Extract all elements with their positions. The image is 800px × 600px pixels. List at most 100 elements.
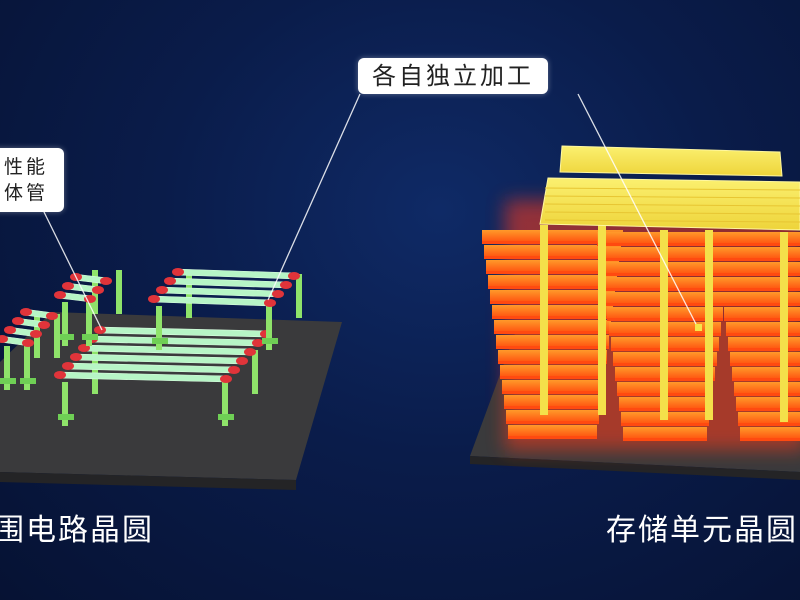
transistor-leg [252,350,258,394]
transistor-contact [164,277,176,285]
transistor-contact [62,282,74,290]
transistor-leg [24,346,30,390]
transistor-foot [218,414,234,420]
transistor-contact [220,375,232,383]
transistor-contact [46,312,58,320]
memory-layer-gap [486,271,619,274]
memory-layer-gap [494,331,611,334]
transistor-foot [0,378,16,384]
peripheral-substrate-edge [0,472,296,490]
peripheral-substrate [0,312,342,480]
transistor-contact [70,353,82,361]
memory-substrate-edge [470,456,800,480]
memory-layer [623,427,707,438]
memory-top-plate-line [544,211,800,215]
transistor-leg [86,302,92,346]
caption-peripheral-circuit-wafer: 围电路晶圆 [0,513,154,548]
memory-layer-gap [502,391,603,394]
memory-layer [508,425,597,436]
memory-pillar [598,225,606,415]
memory-layer [496,335,609,346]
memory-pillar [540,225,548,415]
transistor-block [148,268,302,350]
leader-line-top-left [267,93,361,301]
memory-layer [502,380,603,391]
memory-layer [734,382,800,393]
transistor-contact [54,371,66,379]
memory-layer-gap [718,273,800,276]
memory-layer [720,277,800,288]
transistor-contact [84,295,96,303]
memory-layer-gap [492,316,613,319]
transistor-contact [272,290,284,298]
transistor-block [54,326,272,426]
callout-left-line2: 体管 [4,182,49,204]
memory-stack-array [482,145,800,441]
memory-layer [740,427,800,438]
transistor-leg [92,350,98,394]
memory-layer [722,292,800,303]
memory-layer [726,322,800,333]
memory-layer-gap [508,436,597,439]
memory-layer [486,260,619,271]
leader-point-right [695,324,702,331]
transistor-block [0,308,60,390]
transistor-leg [186,274,192,318]
memory-layer [736,397,800,408]
transistor-gate-bar [159,286,281,298]
transistor-contact [4,326,16,334]
memory-layer-gap [730,363,800,366]
memory-layer [484,245,621,256]
memory-layer-gap [736,408,800,411]
memory-layer [482,230,623,241]
transistor-contact [148,295,160,303]
transistor-contact [264,299,276,307]
transistor-contact [0,335,8,343]
transistor-leg [54,314,60,358]
memory-layer-gap [732,378,800,381]
transistor-leg [296,274,302,318]
memory-top-plate-line [544,195,800,199]
callout-left-line1: 性能 [4,156,49,178]
transistor-block [54,270,122,346]
memory-pillar [780,232,788,422]
memory-layer [490,290,615,301]
memory-layer-gap [498,361,607,364]
memory-pillar [705,230,713,420]
memory-layer [494,320,611,331]
memory-layer [506,410,599,421]
transistor-array [0,268,302,426]
memory-layer-gap [506,421,599,424]
memory-layer-gap [720,288,800,291]
memory-stack [482,230,623,439]
transistor-contact [288,272,300,280]
memory-layer-gap [734,393,800,396]
memory-top-plate-line [544,219,800,223]
transistor-contact [62,362,74,370]
leader-line-top-right [577,93,699,329]
memory-layer-gap [722,303,800,306]
memory-layer [714,232,800,243]
transistor-foot [152,338,168,344]
transistor-contact [94,326,106,334]
memory-layer-gap [488,286,617,289]
memory-layer-gap [726,333,800,336]
transistor-foot [58,334,74,340]
memory-stack [714,232,800,441]
memory-layer [728,337,800,348]
memory-layer [488,275,617,286]
memory-layer [500,365,605,376]
transistor-contact [172,268,184,276]
memory-layer-gap [500,376,605,379]
memory-layer-gap [496,346,609,349]
transistor-leg [4,346,10,390]
memory-layer-gap [482,241,623,244]
transistor-contact [228,366,240,374]
caption-memory-cell-wafer: 存储单元晶圆 [606,513,798,548]
memory-layer [730,352,800,363]
transistor-leg [116,270,122,314]
memory-pillar [660,230,668,420]
transistor-leg [266,306,272,350]
transistor-contact [54,291,66,299]
